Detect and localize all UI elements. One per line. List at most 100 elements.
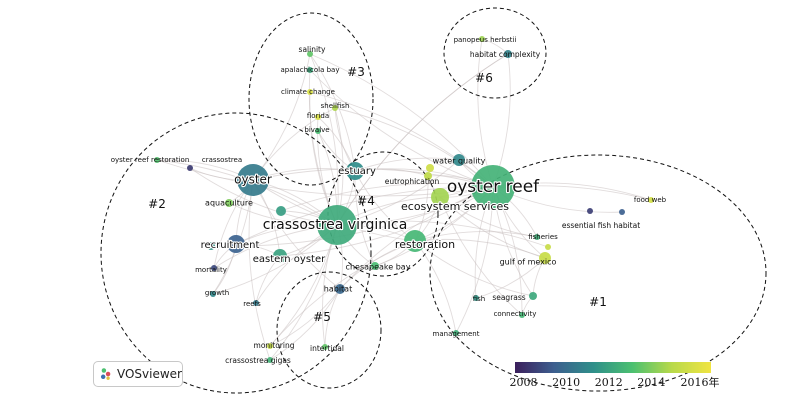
node-climate-change bbox=[307, 89, 313, 95]
edge bbox=[336, 220, 549, 248]
node-eastern-oyster bbox=[273, 249, 287, 263]
cluster-outline-6 bbox=[443, 7, 547, 99]
edge bbox=[269, 240, 416, 347]
node-label-panopeus-herbstii: panopeus herbstii bbox=[454, 36, 517, 44]
cluster-outline-5 bbox=[276, 271, 382, 389]
node-label-crassostrea: crassostrea bbox=[202, 156, 242, 164]
node-label-oyster: oyster bbox=[234, 173, 272, 187]
edge bbox=[309, 53, 494, 188]
edge bbox=[248, 179, 271, 361]
node-unlabeled-37 bbox=[276, 206, 286, 216]
edge bbox=[269, 288, 341, 361]
node-oyster-reef-restoration bbox=[154, 157, 160, 163]
cluster-label-5: #5 bbox=[313, 310, 331, 324]
node-reefs bbox=[253, 300, 259, 306]
node-salinity bbox=[307, 51, 313, 57]
node-label-fish: fish bbox=[473, 295, 486, 303]
node-label-aquaculture: aquaculture bbox=[205, 199, 253, 208]
node-label-oyster-reef: oyster reef bbox=[447, 177, 540, 197]
cluster-outline-1 bbox=[429, 154, 767, 392]
edge bbox=[414, 240, 534, 297]
node-crassostrea bbox=[187, 165, 193, 171]
node-label-florida: florida bbox=[307, 112, 329, 120]
node-label-restoration: restoration bbox=[395, 238, 455, 251]
node-restoration bbox=[404, 230, 426, 252]
node-monitoring bbox=[267, 343, 273, 349]
edge bbox=[414, 240, 457, 334]
year-tick-0: 2008 bbox=[510, 376, 538, 389]
edge bbox=[339, 186, 494, 290]
node-label-recruitment: recruitment bbox=[201, 240, 260, 251]
year-tick-2: 2012 bbox=[595, 376, 623, 389]
edge bbox=[309, 53, 339, 226]
node-label-apalachicola-bay: apalachicola bay bbox=[281, 66, 340, 74]
edge bbox=[475, 257, 546, 299]
node-label-food-web: food web bbox=[634, 196, 667, 204]
node-label-chesapeake-bay: chesapeake bay bbox=[346, 263, 411, 272]
edge bbox=[439, 185, 652, 201]
node-crassostrea-gigas bbox=[267, 357, 273, 363]
node-label-shellfish: shellfish bbox=[321, 102, 350, 110]
edge bbox=[439, 196, 546, 259]
cluster-label-6: #6 bbox=[475, 71, 493, 85]
vosviewer-logo: VOSviewer bbox=[93, 361, 183, 387]
year-tick-1: 2010 bbox=[552, 376, 580, 389]
cluster-label-4: #4 bbox=[357, 194, 375, 208]
node-seagrass bbox=[529, 292, 537, 300]
node-oyster bbox=[237, 164, 269, 196]
node-food-web bbox=[648, 197, 654, 203]
node-gulf-of-mexico bbox=[539, 252, 551, 264]
edge bbox=[279, 186, 494, 257]
edge bbox=[336, 53, 509, 226]
node-label-salinity: salinity bbox=[299, 45, 326, 54]
node-label-intertidal: intertidal bbox=[310, 344, 344, 353]
edge bbox=[324, 288, 341, 348]
node-crassostrea-virginica bbox=[317, 205, 357, 245]
node-label-oyster-reef-restoration: oyster reef restoration bbox=[111, 156, 190, 164]
cluster-label-3: #3 bbox=[347, 65, 365, 79]
node-unlabeled-38 bbox=[426, 164, 434, 172]
node-label-monitoring: monitoring bbox=[254, 341, 295, 350]
node-label-eutrophication: eutrophication bbox=[385, 177, 440, 186]
year-tick-3: 2014 bbox=[637, 376, 665, 389]
vosviewer-logo-text: VOSviewer bbox=[116, 367, 182, 381]
node-habitat-complexity bbox=[504, 50, 512, 58]
node-bivalve bbox=[315, 128, 321, 134]
node-label-estuary: estuary bbox=[338, 166, 376, 177]
node-label-climate-change: climate change bbox=[281, 88, 335, 96]
edge bbox=[439, 196, 538, 238]
node-mortality bbox=[211, 265, 217, 271]
node-label-mortality: mortality bbox=[195, 266, 227, 274]
node-unlabeled-39 bbox=[207, 242, 215, 250]
edge bbox=[269, 288, 341, 347]
edge bbox=[354, 157, 460, 172]
node-fisheries bbox=[534, 234, 540, 240]
node-label-ecosystem-services: ecosystem services bbox=[401, 200, 509, 213]
node-habitat bbox=[335, 284, 345, 294]
node-florida bbox=[315, 114, 321, 120]
node-aquaculture bbox=[225, 199, 233, 207]
node-unlabeled-41 bbox=[587, 208, 593, 214]
vosviewer-logo-icon bbox=[100, 368, 111, 380]
edge bbox=[309, 53, 356, 172]
node-label-growth: growth bbox=[205, 289, 229, 297]
node-label-essential-fish-habitat: essential fish habitat bbox=[562, 221, 640, 230]
node-management bbox=[453, 330, 459, 336]
node-essential-fish-habitat bbox=[619, 209, 625, 215]
node-shellfish bbox=[332, 105, 338, 111]
node-water-quality bbox=[453, 154, 465, 166]
node-connectivity bbox=[519, 312, 525, 318]
node-growth bbox=[210, 291, 216, 297]
node-label-reefs: reefs bbox=[243, 300, 261, 308]
nodes-layer bbox=[154, 36, 654, 363]
cluster-outline-2 bbox=[100, 112, 372, 394]
node-apalachicola-bay bbox=[307, 67, 313, 73]
node-ecosystem-services bbox=[431, 188, 449, 206]
node-eutrophication bbox=[424, 172, 432, 180]
edge bbox=[309, 69, 494, 188]
cluster-label-1: #1 bbox=[589, 295, 607, 309]
node-intertidal bbox=[322, 344, 328, 350]
